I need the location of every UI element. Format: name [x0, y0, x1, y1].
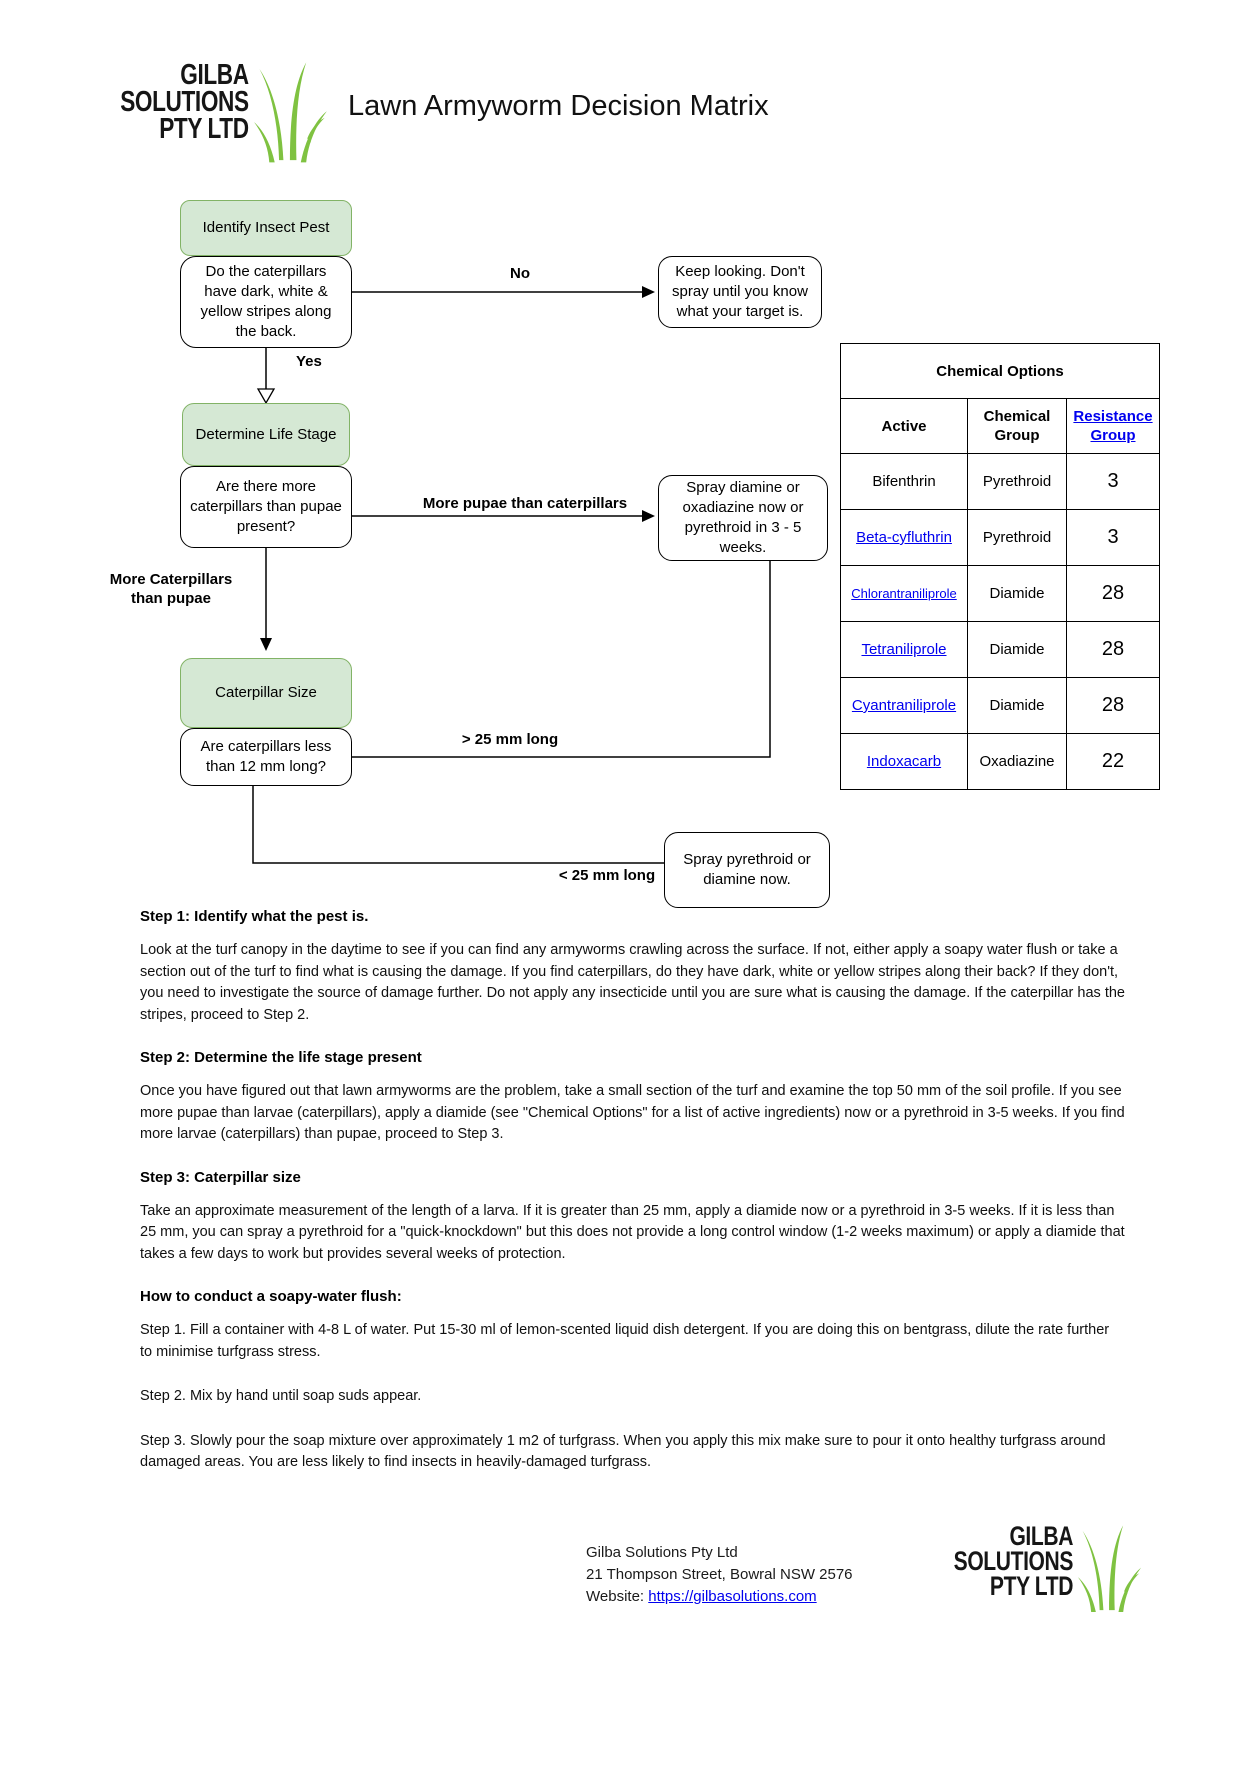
arrowhead-no	[642, 286, 655, 298]
node-question-length: Are caterpillars less than 12 mm long?	[180, 728, 352, 786]
guide-text: Step 1: Identify what the pest is. Look …	[140, 908, 1125, 1497]
grass-icon	[1077, 1525, 1142, 1612]
active-cell: Chlorantraniliprole	[841, 566, 968, 621]
step3-heading: Step 3: Caterpillar size	[140, 1168, 301, 1186]
table-row: Chlorantraniliprole Diamide 28	[841, 566, 1159, 622]
logo-line: SOLUTIONS	[953, 1546, 1074, 1577]
footer-logo-text: GILBA SOLUTIONS PTY LTD	[953, 1521, 1074, 1602]
table-row: Beta-cyfluthrin Pyrethroid 3	[841, 510, 1159, 566]
step2-heading: Step 2: Determine the life stage present	[140, 1049, 422, 1066]
flush-step1: Step 1. Fill a container with 4-8 L of w…	[140, 1322, 1110, 1360]
footer-address: 21 Thompson Street, Bowral NSW 2576	[586, 1566, 853, 1583]
footer-contact: Gilba Solutions Pty Ltd 21 Thompson Stre…	[586, 1542, 853, 1608]
footer-company: Gilba Solutions Pty Ltd	[586, 1544, 738, 1561]
active-cell: Tetraniliprole	[841, 622, 968, 677]
table-row: Indoxacarb Oxadiazine 22	[841, 734, 1159, 789]
logo-line: PTY LTD	[989, 1571, 1074, 1602]
active-cell: Indoxacarb	[841, 734, 968, 789]
resistance-group-link[interactable]: Resistance Group	[1073, 408, 1153, 444]
node-keep-looking: Keep looking. Don't spray until you know…	[658, 256, 822, 328]
chemical-group-cell: Pyrethroid	[968, 510, 1067, 565]
resistance-group-cell: 28	[1101, 694, 1125, 716]
table-header-row: Active Chemical Group Resistance Group	[841, 399, 1159, 454]
edge-label-more-caterpillars: More Caterpillars than pupae	[109, 571, 233, 607]
node-question-more-caterpillars: Are there more caterpillars than pupae p…	[180, 466, 352, 548]
chemical-group-cell: Pyrethroid	[968, 454, 1067, 509]
step1-body: Look at the turf canopy in the daytime t…	[140, 942, 1125, 1023]
edge-label-yes: Yes	[296, 353, 322, 370]
grass-icon	[253, 62, 327, 163]
edge-label-no: No	[510, 265, 530, 282]
resistance-group-cell: 28	[1101, 638, 1125, 660]
logo-line: GILBA	[1009, 1521, 1074, 1551]
edge-label-gt25: > 25 mm long	[461, 731, 559, 748]
footer-logo: GILBA SOLUTIONS PTY LTD	[920, 1521, 1143, 1616]
resistance-group-cell: 28	[1101, 582, 1125, 604]
page-title: Lawn Armyworm Decision Matrix	[348, 90, 769, 122]
step3-body: Take an approximate measurement of the l…	[140, 1202, 1125, 1262]
chemical-group-cell: Oxadiazine	[968, 734, 1067, 789]
chemical-group-cell: Diamide	[968, 622, 1067, 677]
column-header-active: Active	[841, 399, 968, 453]
node-spray-diamine: Spray diamine or oxadiazine now or pyret…	[658, 475, 828, 561]
resistance-group-cell: 3	[1107, 470, 1119, 492]
active-ingredient-link[interactable]: Beta-cyfluthrin	[856, 529, 952, 546]
table-title: Chemical Options	[841, 344, 1159, 399]
table-row: Tetraniliprole Diamide 28	[841, 622, 1159, 678]
edge-gt25	[352, 561, 771, 758]
edge-lt25	[252, 786, 706, 864]
active-ingredient-link[interactable]: Chlorantraniliprole	[851, 586, 957, 601]
active-ingredient-link[interactable]: Tetraniliprole	[861, 641, 947, 658]
node-caterpillar-size: Caterpillar Size	[180, 658, 352, 728]
arrowhead-more-caterpillars	[260, 638, 272, 651]
active-ingredient-link[interactable]: Indoxacarb	[866, 753, 942, 770]
column-header-resistance-group: Resistance Group	[1067, 399, 1159, 453]
node-identify-insect-pest: Identify Insect Pest	[180, 200, 352, 256]
active-cell: Bifenthrin	[841, 454, 968, 509]
flush-step3: Step 3. Slowly pour the soap mixture ove…	[140, 1432, 1106, 1471]
table-row: Cyantraniliprole Diamide 28	[841, 678, 1159, 734]
active-cell: Beta-cyfluthrin	[841, 510, 968, 565]
flush-step2: Step 2. Mix by hand until soap suds appe…	[140, 1388, 422, 1404]
chemical-group-cell: Diamide	[968, 678, 1067, 733]
footer-website-link[interactable]: https://gilbasolutions.com	[648, 1588, 817, 1605]
flush-heading: How to conduct a soapy-water flush:	[140, 1288, 402, 1305]
chemical-group-cell: Diamide	[968, 566, 1067, 621]
edge-label-more-pupae: More pupae than caterpillars	[422, 495, 628, 512]
resistance-group-cell: 3	[1107, 526, 1119, 548]
company-logo: GILBA SOLUTIONS PTY LTD	[84, 59, 329, 166]
node-question-stripes: Do the caterpillars have dark, white & y…	[180, 256, 352, 348]
arrowhead-yes-hollow	[256, 388, 276, 405]
logo-line: PTY LTD	[159, 112, 249, 145]
chemical-options-table: Chemical Options Active Chemical Group R…	[840, 343, 1160, 790]
step1-heading: Step 1: Identify what the pest is.	[140, 908, 369, 925]
logo-line: GILBA	[180, 59, 249, 91]
logo-line: SOLUTIONS	[120, 85, 249, 118]
edge-label-lt25: < 25 mm long	[558, 867, 656, 884]
resistance-group-cell: 22	[1101, 750, 1125, 772]
company-logo-text: GILBA SOLUTIONS PTY LTD	[120, 59, 249, 145]
node-spray-pyrethroid: Spray pyrethroid or diamine now.	[664, 832, 830, 908]
active-ingredient-link[interactable]: Cyantraniliprole	[851, 697, 957, 714]
step2-body: Once you have figured out that lawn army…	[140, 1083, 1125, 1142]
active-cell: Cyantraniliprole	[841, 678, 968, 733]
footer-website-line: Website: https://gilbasolutions.com	[586, 1586, 853, 1608]
node-determine-life-stage: Determine Life Stage	[182, 403, 350, 466]
column-header-chemical-group: Chemical Group	[968, 399, 1067, 453]
footer-website-label: Website:	[586, 1588, 649, 1605]
